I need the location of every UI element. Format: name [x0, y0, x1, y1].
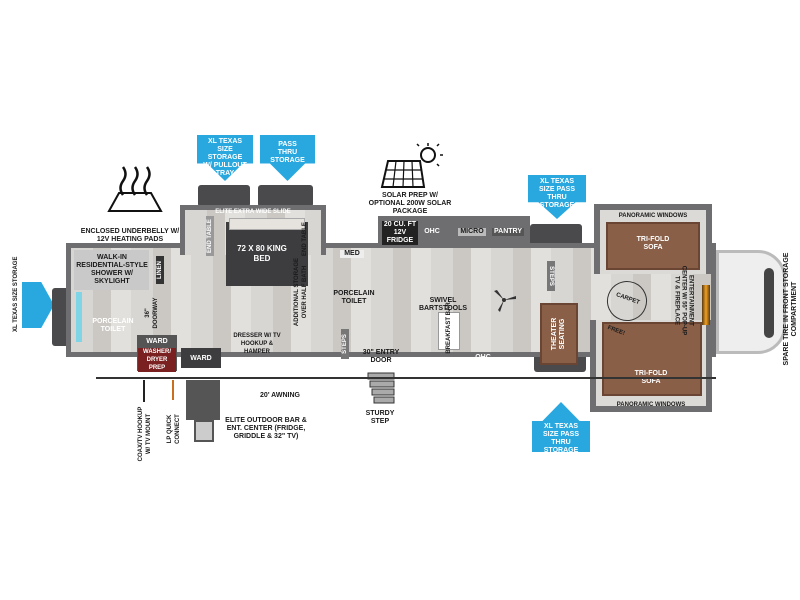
theater-seating	[540, 303, 578, 365]
lp-line	[172, 380, 174, 400]
awning-line	[96, 377, 716, 379]
ward2	[181, 348, 221, 368]
pano-top-label: PANORAMIC WINDOWS	[618, 213, 688, 219]
spare-tire	[764, 268, 774, 338]
underbelly-label: ENCLOSED UNDERBELLY W/ 12V HEATING PADS	[80, 228, 180, 243]
top-sofa	[606, 222, 700, 270]
front-cap	[716, 250, 786, 354]
coax-line	[143, 380, 145, 402]
outdoor-fridge	[194, 420, 214, 442]
sofa-bottom-label: TRI-FOLD SOFA	[634, 370, 668, 385]
entry-door-label: 30" ENTRY DOOR	[362, 349, 400, 364]
pillows	[229, 218, 305, 230]
outdoor-label: ELITE OUTDOOR BAR & ENT. CENTER (FRIDGE,…	[225, 417, 307, 440]
heating-pad-icon	[107, 166, 163, 212]
shower-label: WALK-IN RESIDENTIAL-STYLE SHOWER W/ SKYL…	[76, 254, 148, 285]
fireplace	[702, 285, 710, 325]
additional-storage-label: ADDITIONAL STORAGE OVER HALF BATH	[294, 257, 308, 327]
top-pass-thru-arrow: XL TEXAS SIZE PASS THRU STORAGE	[528, 175, 586, 219]
micro-label: MICRO	[458, 228, 486, 236]
slide-label: ELITE EXTRA WIDE SLIDE	[215, 209, 291, 215]
top-pass-thru-box	[530, 224, 582, 246]
ward1-label: WARD	[146, 338, 168, 345]
half-toilet-label: PORCELAIN TOILET	[333, 290, 375, 305]
sofa-top-label: TRI-FOLD SOFA	[636, 236, 670, 251]
outdoor-bar	[186, 380, 220, 420]
rear-storage-label: XL TEXAS SIZE STORAGE	[13, 256, 19, 332]
ceiling-fan-icon	[494, 290, 516, 312]
spare-tire-label: SPARE TIRE IN FRONT STORAGE COMPARTMENT	[783, 252, 798, 366]
linen-label: LINEN	[156, 256, 164, 284]
washer-label: WASHER/ DRYER PREP	[138, 348, 176, 372]
fridge-label: 20 CU. FT 12V FRIDGE	[382, 221, 418, 245]
med-label: MED	[340, 250, 364, 258]
ohc-top-label: OHC	[424, 228, 440, 235]
coax-label: COAX/TV HOOKUP W/ TV MOUNT	[138, 406, 152, 462]
sturdy-step-label: STURDY STEP	[365, 410, 395, 425]
bottom-pass-thru-arrow: XL TEXAS SIZE PASS THRU STORAGE	[532, 402, 590, 452]
pass-thru-box	[258, 185, 313, 207]
bedroom-storage-arrow: XL TEXAS SIZE STORAGE W/ PULLOUT TRAY	[197, 135, 253, 181]
sturdy-step-icon	[367, 372, 395, 404]
solar-label: SOLAR PREP W/ OPTIONAL 200W SOLAR PACKAG…	[368, 192, 452, 215]
entertainment-label: ENTERTAINMENT CENTER W/ 55" POP-UP TV & …	[673, 265, 694, 336]
doorway-label: 36" DOORWAY	[145, 297, 159, 329]
pass-thru-arrow: PASS THRU STORAGE	[260, 135, 315, 181]
solar-panel-icon	[380, 143, 443, 188]
bed-label: 72 X 80 KING BED	[237, 244, 287, 263]
bottom-sofa	[602, 322, 702, 396]
bartools-label: SWIVEL BARTSTOOLS	[418, 297, 468, 312]
end-table-right: END TABLE	[302, 222, 308, 256]
lp-label: LP QUICK CONNECT	[167, 414, 181, 444]
awning-label: 20' AWNING	[260, 392, 300, 399]
pantry-label: PANTRY	[492, 228, 524, 236]
shower-window	[76, 292, 82, 342]
bed	[226, 222, 308, 286]
rear-storage-arrow	[22, 282, 54, 328]
end-table-left: END TABLE	[206, 216, 214, 256]
ward2-label: WARD	[190, 355, 212, 362]
pano-bottom-label: PANORAMIC WINDOWS	[616, 402, 686, 408]
theater-label: THEATER SEATING	[551, 317, 566, 351]
pano-main-label: PANORAMIC WINDOW	[452, 363, 518, 369]
dresser-label: DRESSER W/ TV HOOKUP & HAMPER	[233, 333, 281, 355]
rear-toilet-label: PORCELAIN TOILET	[92, 318, 134, 333]
ohc-bottom-label: OHC	[475, 354, 491, 361]
steps-front: STEPS	[547, 261, 555, 291]
shower	[74, 250, 149, 290]
steps-rear: STEPS	[341, 329, 349, 359]
bedroom-storage-box	[198, 185, 250, 207]
breakfast-bar	[438, 312, 460, 350]
breakfast-label: BREAKFAST BAR	[446, 302, 452, 354]
